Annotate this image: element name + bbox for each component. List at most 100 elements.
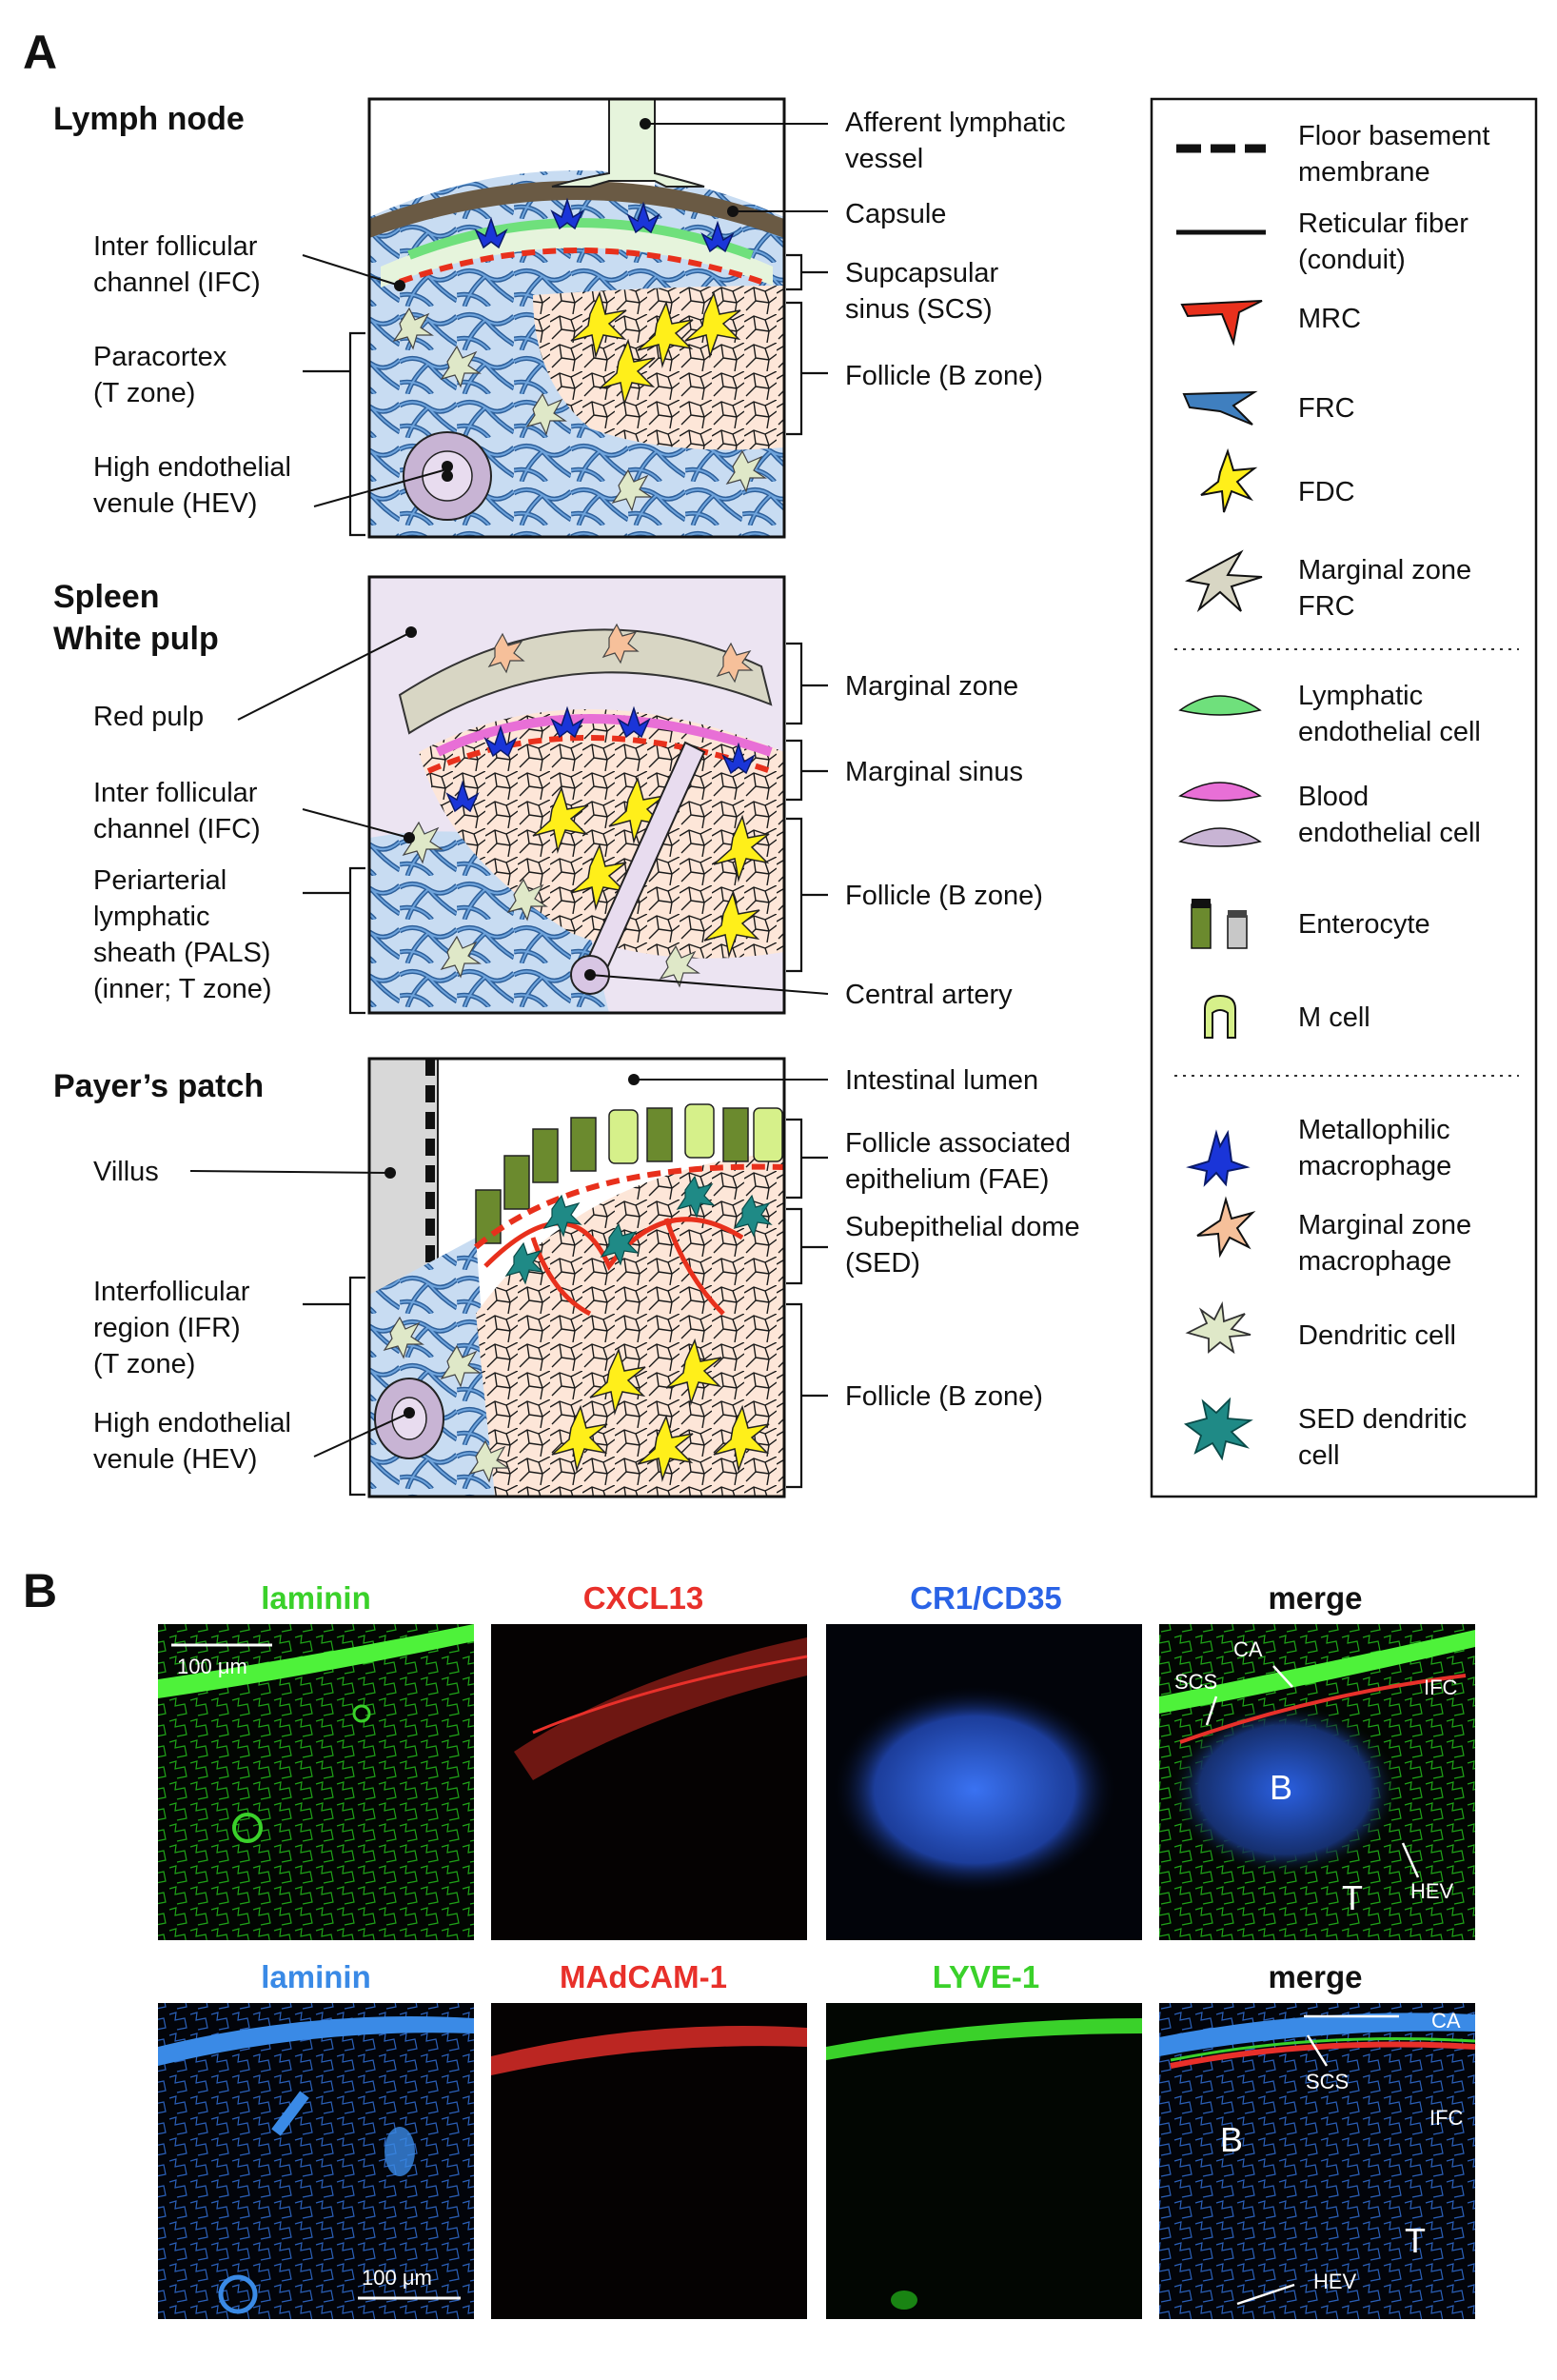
peyers-label: Subepithelial dome <box>845 1212 1080 1242</box>
lymph-node-label: High endothelial <box>93 452 291 483</box>
lymph-node-label: Supcapsular <box>845 258 999 288</box>
peyers-label: (SED) <box>845 1248 920 1279</box>
metallophilic-macrophage-icon <box>1186 1129 1251 1187</box>
peyers-patch-title: Payer’s patch <box>53 1068 264 1104</box>
peyers-label: region (IFR) <box>93 1313 241 1343</box>
legend-label: Floor basement <box>1298 121 1490 151</box>
peyers-label: Intestinal lumen <box>845 1065 1038 1096</box>
legend-label: (conduit) <box>1298 245 1406 275</box>
row1-merge-labels: CA SCS IFC B HEV T <box>1174 1637 1458 1917</box>
blood-endothelial-icon <box>1178 782 1262 847</box>
scale-bar-label: 100 μm <box>177 1655 247 1678</box>
peyers-patch-diagram: Payer’s patch <box>53 1057 786 1498</box>
spleen-label: sheath (PALS) <box>93 938 270 968</box>
micrograph-merge-1 <box>1159 1624 1475 1940</box>
merge-annotation: HEV <box>1313 2270 1357 2293</box>
spleen-title-line1: Spleen <box>53 579 159 615</box>
peyers-label: Follicle (B zone) <box>845 1381 1043 1412</box>
micrograph-laminin-blue <box>158 2003 474 2319</box>
peyers-label: Interfollicular <box>93 1277 250 1307</box>
legend-label: Blood <box>1298 782 1369 812</box>
lymphatic-endothelial-icon <box>1178 695 1262 716</box>
peyers-label: High endothelial <box>93 1408 291 1438</box>
legend-label: endothelial cell <box>1298 717 1481 747</box>
legend-label: FRC <box>1298 591 1355 622</box>
legend-label: M cell <box>1298 1002 1370 1033</box>
channel-label: MAdCAM-1 <box>560 1959 727 1994</box>
mrc-icon <box>1180 300 1263 347</box>
dendritic-cell-icon <box>1185 1300 1252 1355</box>
spleen-label: Marginal sinus <box>845 757 1023 787</box>
merge-annotation: SCS <box>1306 2070 1349 2093</box>
lymph-node-right-labels: Afferent lymphatic vessel Capsule Supcap… <box>845 108 1066 391</box>
lymph-node-label: Paracortex <box>93 342 227 372</box>
peyers-label: (T zone) <box>93 1349 195 1379</box>
lymph-node-left-labels: Inter follicular channel (IFC) Paracorte… <box>93 231 291 519</box>
legend-label: macrophage <box>1298 1151 1451 1181</box>
legend-label: Enterocyte <box>1298 909 1430 940</box>
lymph-node-label: Follicle (B zone) <box>845 361 1043 391</box>
spleen-right-labels: Marginal zone Marginal sinus Follicle (B… <box>845 671 1043 1010</box>
legend-label: Reticular fiber <box>1298 208 1468 239</box>
lymph-node-label: Capsule <box>845 199 946 229</box>
lymph-node-label: vessel <box>845 144 923 174</box>
merge-annotation: IFC <box>1424 1676 1458 1699</box>
legend-label: Metallophilic <box>1298 1115 1450 1145</box>
spleen-label: Marginal zone <box>845 671 1018 702</box>
row2-merge-labels: CA SCS IFC B T HEV <box>1220 2009 1464 2293</box>
merge-annotation: B <box>1220 2120 1243 2159</box>
legend-label: FRC <box>1298 393 1355 424</box>
lymph-node-label: Inter follicular <box>93 231 258 262</box>
spleen-diagram: Spleen White pulp <box>53 575 786 1015</box>
merge-annotation: CA <box>1431 2009 1461 2033</box>
spleen-label: Periarterial <box>93 865 227 896</box>
channel-label: laminin <box>261 1580 371 1616</box>
m-cell-icon <box>1204 994 1236 1039</box>
legend-label: SED dendritic <box>1298 1404 1467 1435</box>
panel-a-letter: A <box>23 26 57 79</box>
merge-annotation: SCS <box>1174 1670 1217 1694</box>
legend-label: endothelial cell <box>1298 818 1481 848</box>
micrograph-merge-2 <box>1159 2003 1476 2319</box>
legend-label: FDC <box>1298 477 1355 507</box>
peyers-right-labels: Intestinal lumen Follicle associated epi… <box>845 1065 1080 1412</box>
peyers-label: Follicle associated <box>845 1128 1071 1159</box>
channel-label: LYVE-1 <box>933 1959 1040 1994</box>
spleen-left-labels: Red pulp Inter follicular channel (IFC) … <box>93 702 272 1004</box>
hev-vessel <box>403 431 492 521</box>
channel-label: merge <box>1268 1959 1362 1994</box>
legend-label: Lymphatic <box>1298 681 1423 711</box>
lymph-node-callouts <box>302 123 828 537</box>
legend-label: cell <box>1298 1440 1340 1471</box>
merge-annotation: T <box>1405 2221 1426 2260</box>
peyers-left-labels: Villus Interfollicular region (IFR) (T z… <box>93 1157 291 1475</box>
spleen-title-line2: White pulp <box>53 621 219 657</box>
lymph-node-label: venule (HEV) <box>93 488 257 519</box>
channel-label: CR1/CD35 <box>910 1580 1062 1616</box>
merge-annotation: CA <box>1233 1637 1263 1661</box>
peyers-label: epithelium (FAE) <box>845 1164 1049 1195</box>
spleen-label: Follicle (B zone) <box>845 881 1043 911</box>
legend-label: membrane <box>1298 157 1430 188</box>
micrograph-madcam-red <box>491 2003 807 2319</box>
legend-label: Marginal zone <box>1298 1210 1471 1240</box>
merge-annotation: B <box>1270 1768 1292 1807</box>
spleen-label: Central artery <box>845 980 1013 1010</box>
spleen-label: Red pulp <box>93 702 204 732</box>
channel-label: CXCL13 <box>583 1580 704 1616</box>
spleen-label: lymphatic <box>93 902 210 932</box>
lymph-node-label: channel (IFC) <box>93 268 261 298</box>
lymph-node-diagram: Lymph node <box>53 97 786 539</box>
lymph-node-title: Lymph node <box>53 101 245 137</box>
legend-label: MRC <box>1298 304 1361 334</box>
micrograph-laminin-green <box>158 1624 474 1940</box>
spleen-label: (inner; T zone) <box>93 974 272 1004</box>
sed-dendritic-cell-icon <box>1183 1397 1253 1461</box>
channel-label: laminin <box>261 1959 371 1994</box>
legend: Floor basement membrane Reticular fiber … <box>1150 97 1538 1498</box>
merge-annotation: HEV <box>1410 1879 1454 1903</box>
spleen-label: channel (IFC) <box>93 814 261 844</box>
fdc-icon <box>1200 447 1258 513</box>
legend-label: Marginal zone <box>1298 555 1471 585</box>
peyers-label: Villus <box>93 1157 159 1187</box>
